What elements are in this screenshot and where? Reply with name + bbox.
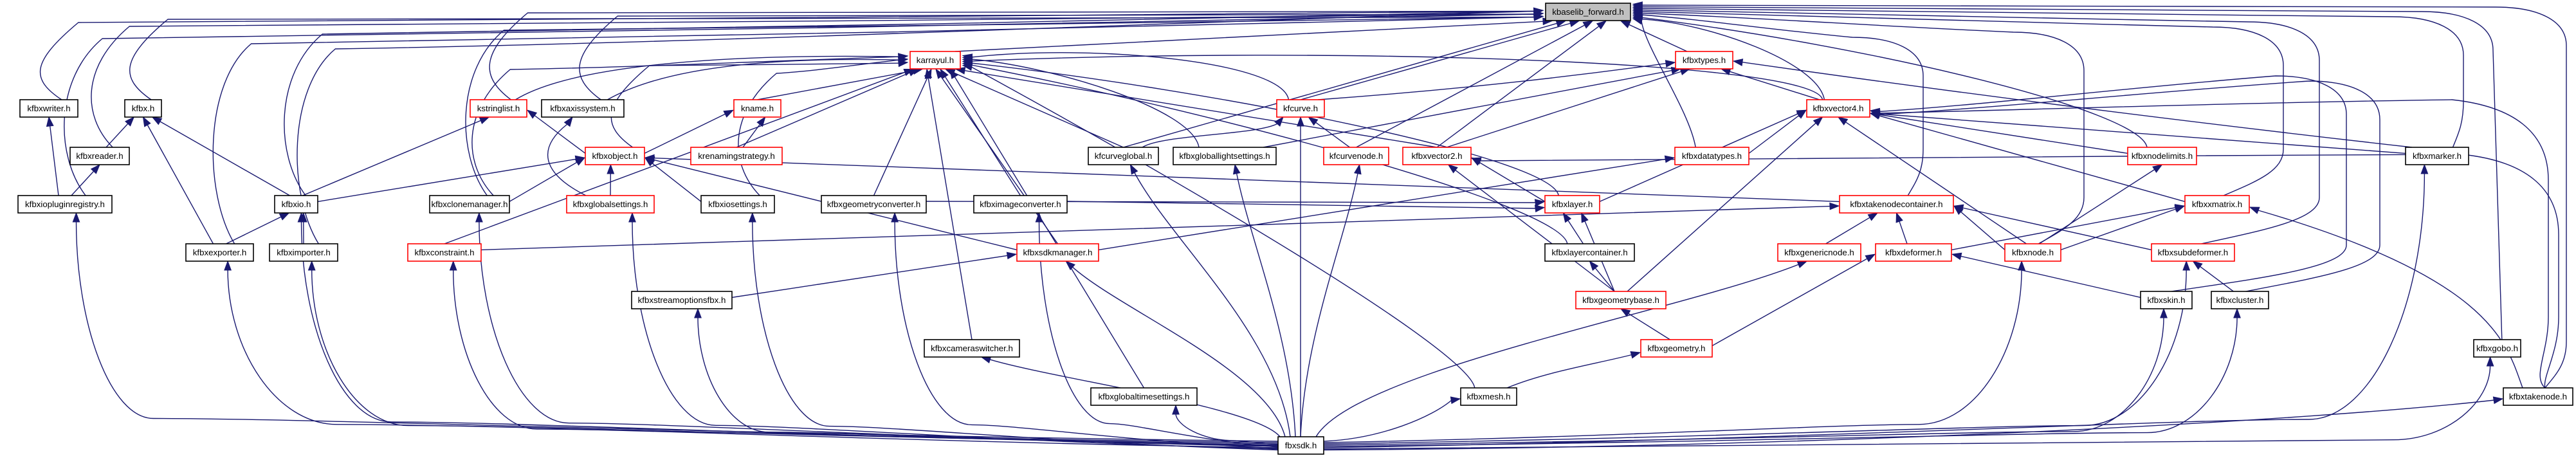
svg-text:kfbxtakenodecontainer.h: kfbxtakenodecontainer.h xyxy=(1850,199,1942,209)
svg-text:kfbxaxissystem.h: kfbxaxissystem.h xyxy=(550,104,615,113)
svg-text:kfbxsdkmanager.h: kfbxsdkmanager.h xyxy=(1023,248,1093,257)
svg-text:fbxsdk.h: fbxsdk.h xyxy=(1285,441,1317,450)
svg-text:kfbxdeformer.h: kfbxdeformer.h xyxy=(1885,248,1942,257)
svg-text:kfbxreader.h: kfbxreader.h xyxy=(76,151,123,161)
svg-text:kfbxgobo.h: kfbxgobo.h xyxy=(2476,344,2518,353)
svg-text:karrayul.h: karrayul.h xyxy=(917,55,954,65)
svg-text:kfbxsubdeformer.h: kfbxsubdeformer.h xyxy=(2158,248,2228,257)
svg-text:kfbxglobaltimesettings.h: kfbxglobaltimesettings.h xyxy=(1099,392,1190,401)
svg-text:kfbxgenericnode.h: kfbxgenericnode.h xyxy=(1784,248,1854,257)
svg-text:kfbxclonemanager.h: kfbxclonemanager.h xyxy=(431,199,507,209)
svg-text:kfbxlayercontainer.h: kfbxlayercontainer.h xyxy=(1551,248,1627,257)
svg-text:kfbxnodelimits.h: kfbxnodelimits.h xyxy=(2132,151,2193,161)
svg-text:kfbxskin.h: kfbxskin.h xyxy=(2147,295,2185,305)
svg-text:kfbxobject.h: kfbxobject.h xyxy=(592,151,638,161)
svg-text:kfbximporter.h: kfbximporter.h xyxy=(277,248,331,257)
svg-text:kfbxmarker.h: kfbxmarker.h xyxy=(2413,151,2462,161)
svg-text:kfbxio.h: kfbxio.h xyxy=(282,199,311,209)
svg-text:kfcurve.h: kfcurve.h xyxy=(1283,104,1318,113)
svg-text:kbaselib_forward.h: kbaselib_forward.h xyxy=(1552,7,1624,17)
svg-text:kfbxxmatrix.h: kfbxxmatrix.h xyxy=(2192,199,2242,209)
svg-text:kfbxvector4.h: kfbxvector4.h xyxy=(1813,104,1863,113)
svg-text:kfcurvenode.h: kfcurvenode.h xyxy=(1329,151,1384,161)
svg-text:kfbxgeometrybase.h: kfbxgeometrybase.h xyxy=(1582,295,1659,305)
svg-text:kfbxglobalsettings.h: kfbxglobalsettings.h xyxy=(573,199,648,209)
svg-text:kfbxmesh.h: kfbxmesh.h xyxy=(1467,392,1511,401)
svg-text:kfbxcluster.h: kfbxcluster.h xyxy=(2216,295,2264,305)
svg-text:kstringlist.h: kstringlist.h xyxy=(477,104,520,113)
svg-text:kfbxexporter.h: kfbxexporter.h xyxy=(193,248,247,257)
svg-text:kfbxgeometry.h: kfbxgeometry.h xyxy=(1648,344,1706,353)
svg-text:krenamingstrategy.h: krenamingstrategy.h xyxy=(698,151,774,161)
svg-text:kfbxlayer.h: kfbxlayer.h xyxy=(1552,199,1593,209)
svg-text:kfbxgeometryconverter.h: kfbxgeometryconverter.h xyxy=(827,199,921,209)
svg-text:kfbxconstraint.h: kfbxconstraint.h xyxy=(414,248,474,257)
svg-text:kfbxvector2.h: kfbxvector2.h xyxy=(1411,151,1462,161)
svg-text:kfbxcameraswitcher.h: kfbxcameraswitcher.h xyxy=(931,344,1013,353)
svg-text:kfbxstreamoptionsfbx.h: kfbxstreamoptionsfbx.h xyxy=(638,295,726,305)
svg-text:kfcurveglobal.h: kfcurveglobal.h xyxy=(1095,151,1152,161)
svg-text:kfbxiopluginregistry.h: kfbxiopluginregistry.h xyxy=(25,199,105,209)
svg-text:kname.h: kname.h xyxy=(741,104,774,113)
svg-text:kfbxiosettings.h: kfbxiosettings.h xyxy=(708,199,767,209)
svg-text:kfbx.h: kfbx.h xyxy=(132,104,154,113)
svg-text:kfbxtakenode.h: kfbxtakenode.h xyxy=(2509,392,2567,401)
svg-text:kfbximageconverter.h: kfbximageconverter.h xyxy=(980,199,1061,209)
svg-text:kfbxdatatypes.h: kfbxdatatypes.h xyxy=(1682,151,1742,161)
svg-text:kfbxgloballightsettings.h: kfbxgloballightsettings.h xyxy=(1179,151,1270,161)
svg-text:kfbxnode.h: kfbxnode.h xyxy=(2012,248,2054,257)
svg-text:kfbxtypes.h: kfbxtypes.h xyxy=(1683,55,1726,65)
svg-text:kfbxwriter.h: kfbxwriter.h xyxy=(27,104,70,113)
